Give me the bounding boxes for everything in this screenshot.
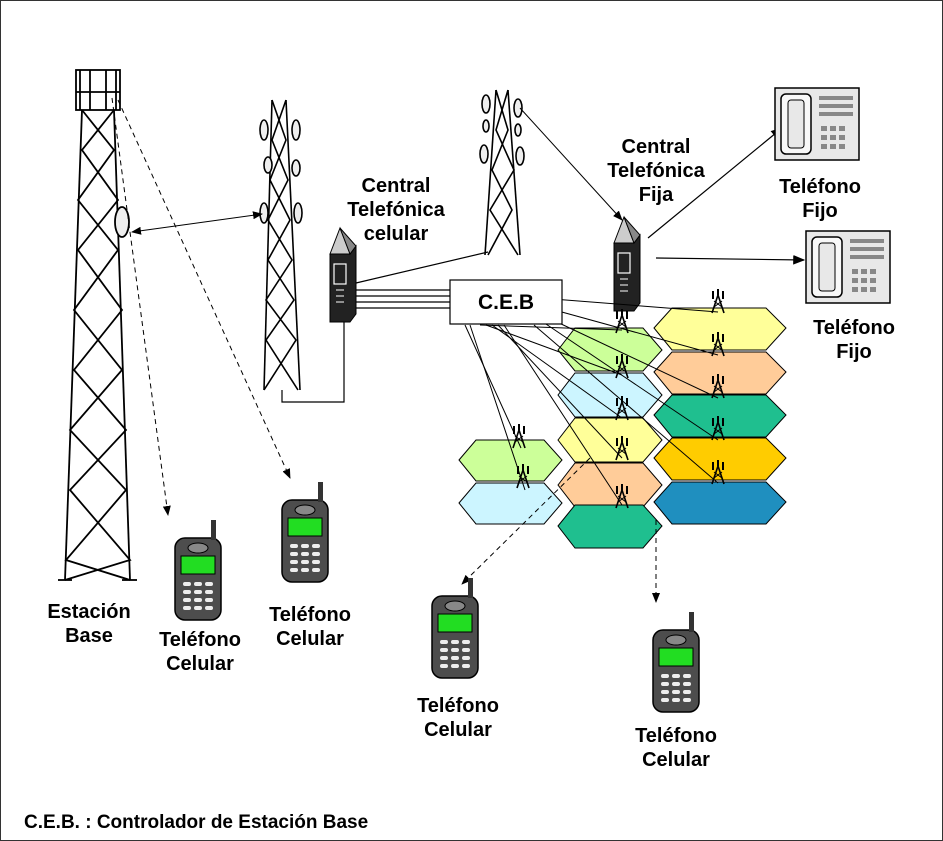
landline-phone-1-icon [774,87,860,161]
mobile-phone-4-icon [652,611,700,713]
ceb-box [449,279,563,325]
fixed-switch-icon [613,216,641,312]
cell-grid [458,307,787,549]
relay-tower-icon [259,99,303,391]
relay-tower-2-icon [479,89,525,256]
mobile-phone-2-icon [281,481,329,583]
mobile-phone-3-icon [431,577,479,679]
ceb-label: C.E.B [477,291,534,314]
legend-text: C.E.B. : Controlador de Estación Base [24,812,369,833]
mobile-phone-1-icon [174,519,222,621]
landline-phone-2-icon [805,230,891,304]
base-station-tower-icon [58,69,137,581]
